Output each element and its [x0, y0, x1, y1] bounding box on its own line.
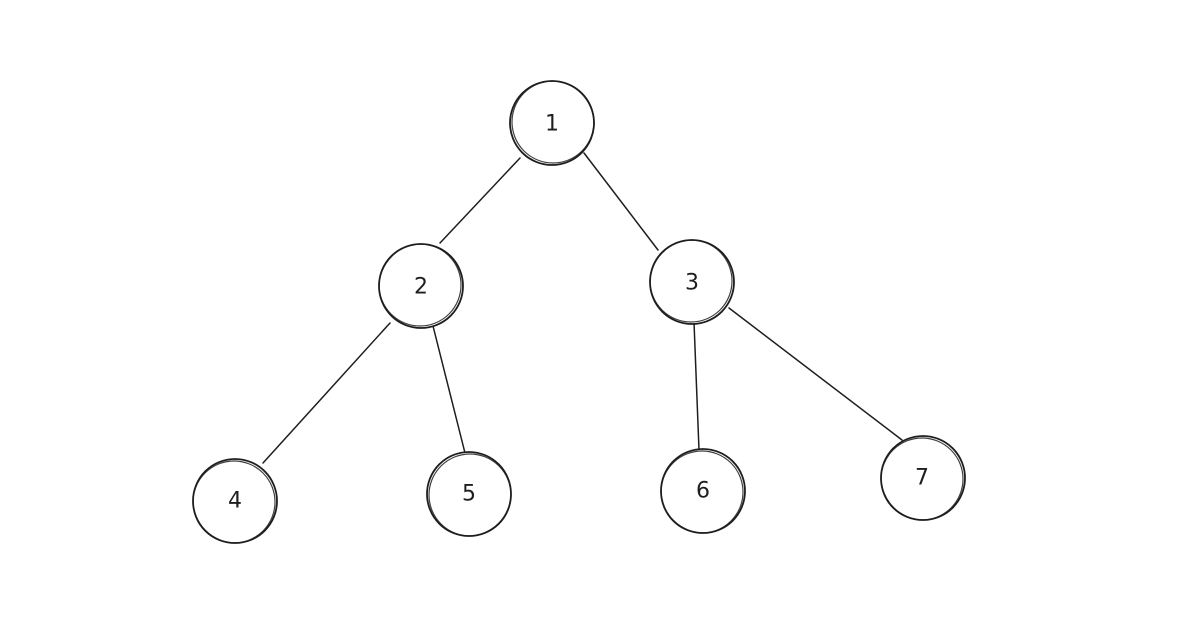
- node-circle-sketch: [511, 80, 595, 164]
- edge-1-3: [583, 152, 659, 251]
- tree-node-7: 7: [880, 435, 966, 521]
- tree-node-3: 3: [649, 239, 735, 325]
- tree-node-5: 5: [426, 451, 512, 537]
- node-label: 4: [228, 489, 242, 514]
- node-label: 5: [462, 482, 476, 507]
- node-circle-sketch: [192, 460, 276, 544]
- edge-3-7: [728, 307, 903, 441]
- edge-1-2: [439, 157, 521, 244]
- edge-2-4: [262, 322, 391, 464]
- tree-node-4: 4: [192, 458, 278, 544]
- edge-3-6: [693, 321, 700, 451]
- node-circle-sketch: [649, 239, 733, 323]
- node-label: 7: [915, 466, 929, 491]
- edge-2-5: [432, 325, 466, 454]
- node-label: 1: [545, 112, 559, 137]
- node-label: 2: [414, 275, 428, 300]
- node-circle-sketch: [428, 453, 512, 537]
- tree-node-6: 6: [660, 448, 746, 534]
- edges-layer: [262, 152, 903, 464]
- node-circle-sketch: [660, 450, 744, 534]
- nodes-layer: 1 2 3 4 5 6 7: [192, 80, 966, 544]
- node-label: 3: [685, 271, 699, 296]
- node-circle-sketch: [378, 243, 462, 327]
- tree-node-2: 2: [378, 243, 464, 329]
- node-label: 6: [696, 479, 710, 504]
- tree-node-1: 1: [509, 80, 595, 166]
- node-circle-sketch: [880, 437, 964, 521]
